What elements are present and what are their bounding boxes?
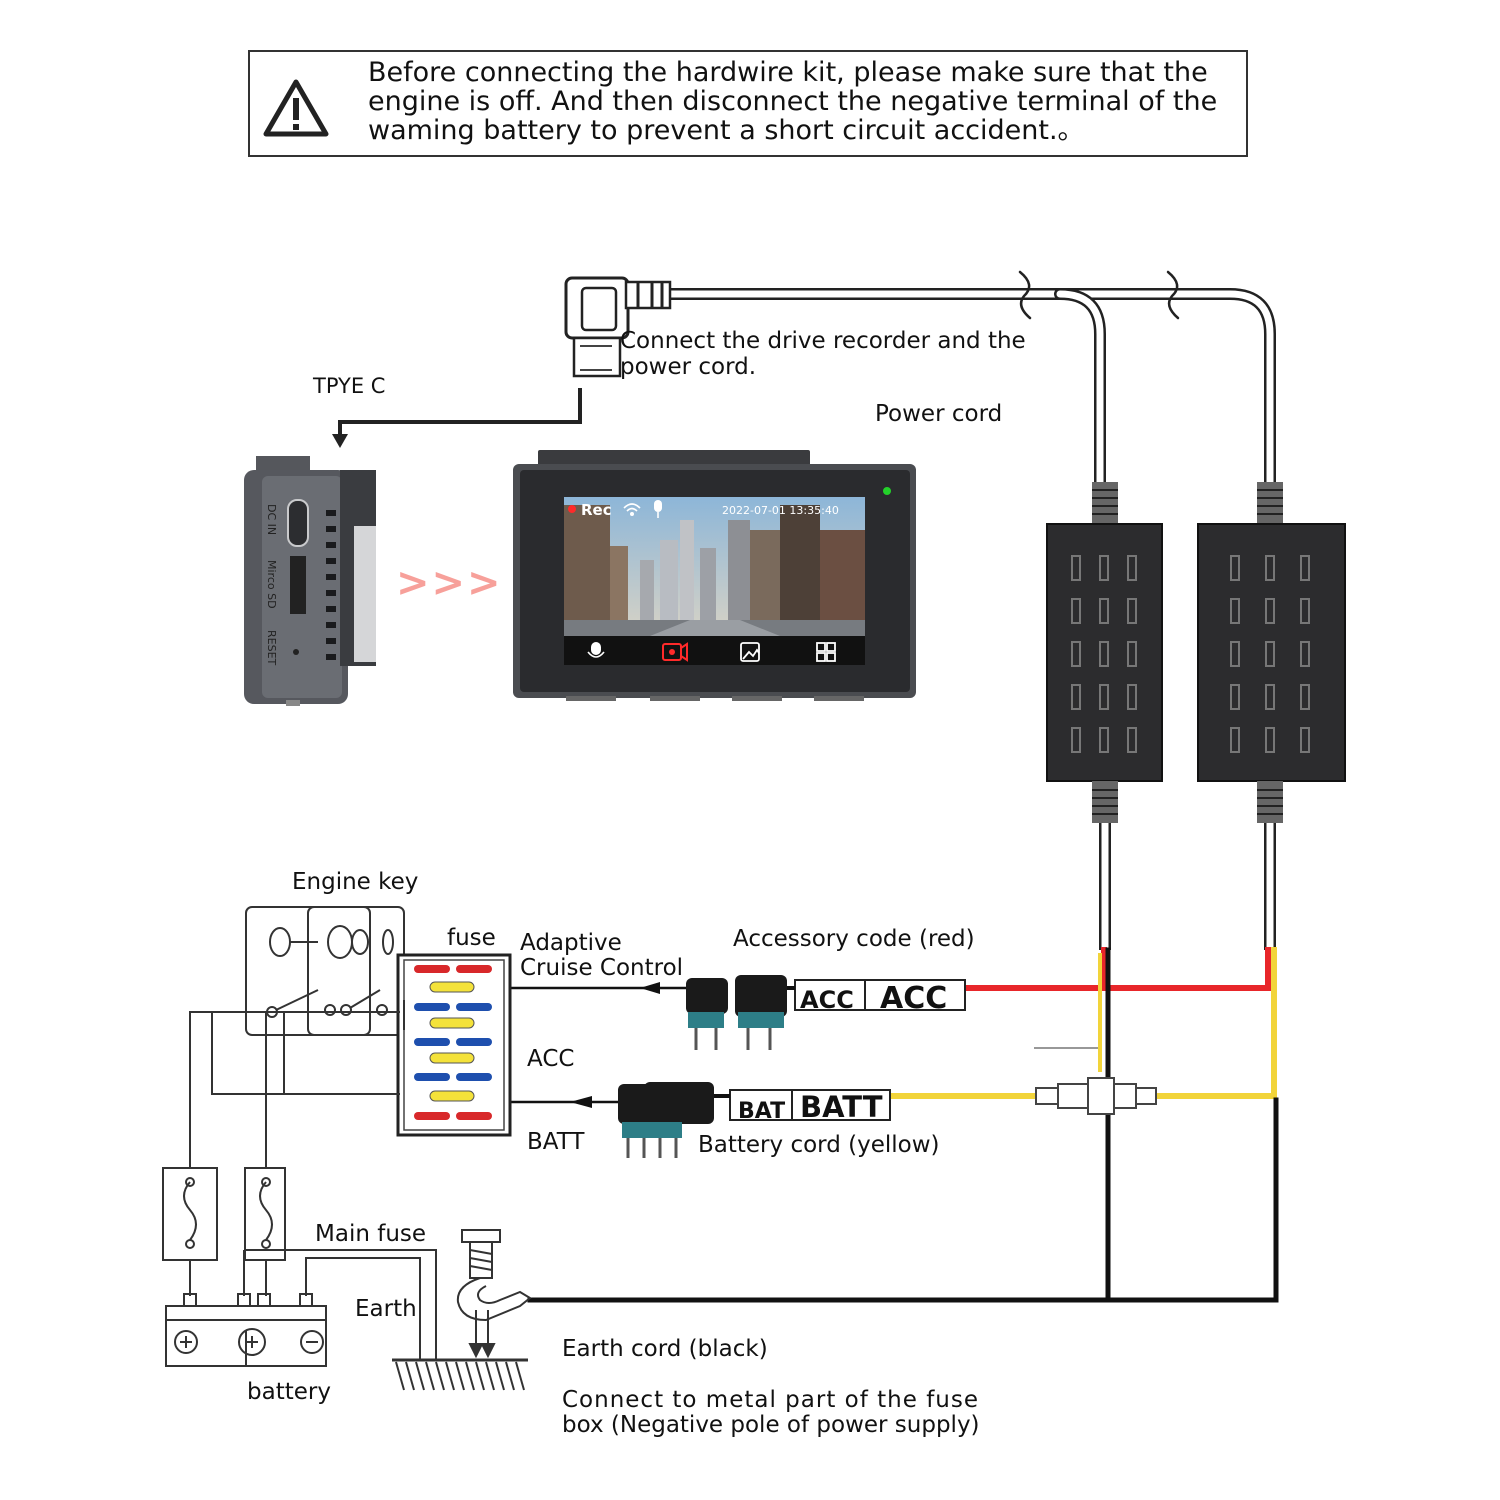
earth-label: Earth [355,1296,417,1322]
acc-tag-big: ACC [880,981,947,1016]
adaptive-label: Adaptive [520,930,622,956]
camera-front-view: Rec 2022-07-01 13:35:40 [513,450,916,701]
main-fuse [162,1167,437,1360]
engine-key-label: Engine key [292,869,419,895]
connector-label-line2: power cord. [620,354,757,380]
batt-tag-small: BAT [738,1099,785,1124]
port-label-reset: RESET [265,630,278,666]
main-fuse-label: Main fuse [315,1221,427,1247]
inline-fuse-holder [1035,1077,1157,1115]
fuse-tap-batt [510,1082,730,1158]
rec-dot [568,505,576,513]
acc-tag-small: ACC [800,986,854,1014]
connector-label-line1: Connect the drive recorder and the [620,328,1026,354]
mic-icon[interactable] [587,642,605,658]
converter-box-right [1197,482,1346,823]
connect-metal-line1: Connect to metal part of the fuse [562,1387,980,1413]
type-c-label: TPYE C [313,374,386,398]
wires [527,947,1279,1303]
battery-cord-label: Battery cord (yellow) [698,1132,940,1158]
timestamp: 2022-07-01 13:35:40 [722,504,839,517]
connect-metal-line2: box (Negative pole of power supply) [562,1412,980,1438]
acc-side-label: ACC [527,1046,575,1072]
cruise-control-label: Cruise Control [520,955,684,981]
batt-side-label: BATT [527,1129,585,1155]
earth-ground [392,1358,528,1391]
engine-key [245,906,405,1036]
port-label-sd: Mirco SD [265,560,278,609]
power-cord-label: Power cord [875,401,1003,427]
warning-text: Before connecting the hardwire kit, plea… [368,57,1218,146]
wifi-icon [623,503,641,516]
record-icon[interactable] [662,642,688,662]
battery-label: battery [247,1379,331,1405]
gallery-icon[interactable] [740,642,760,662]
fuse-label: fuse [447,925,496,951]
acc-tag [794,979,966,1011]
status-led [883,487,891,495]
batt-tag [729,1089,891,1121]
battery-icon [165,1293,327,1367]
camera-side-view [244,456,376,706]
port-label-dc-in: DC IN [265,504,278,535]
converter-box-left [1046,482,1163,823]
earth-cord-label: Earth cord (black) [562,1336,768,1362]
fuse-tap-acc [510,975,795,1050]
warning-triangle-icon [263,79,329,137]
fuse-box [396,953,512,1137]
batt-tag-big: BATT [800,1090,883,1124]
grid-icon[interactable] [816,642,836,662]
mic-status-icon [654,500,662,518]
accessory-cord-label: Accessory code (red) [733,926,975,952]
power-cord [662,270,1276,488]
rec-label: Rec [581,501,612,519]
chevron-arrows: >>> [396,560,503,606]
ground-bolt [456,1229,532,1359]
type-c-plug [332,276,672,448]
warning-box [248,50,1248,157]
